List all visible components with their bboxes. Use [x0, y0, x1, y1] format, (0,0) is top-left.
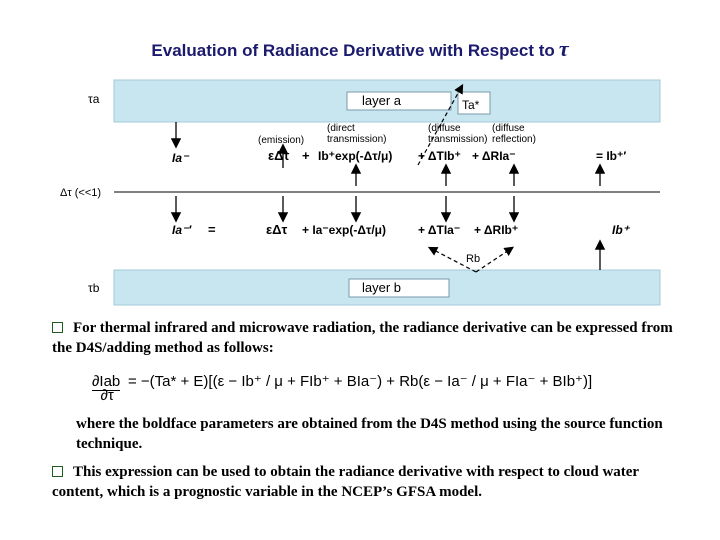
layer-a-label: layer a: [362, 93, 402, 108]
diffuse-t-label-2: transmission): [428, 134, 487, 145]
arrow-rb-dashed-left: [427, 246, 477, 273]
note: where the boldface parameters are obtain…: [76, 414, 676, 454]
tau-b-label: τb: [88, 281, 100, 295]
eq1-diffuse-t: + ΔTIb⁺: [418, 149, 461, 163]
slide-title: Evaluation of Radiance Derivative with R…: [0, 36, 720, 62]
rb-label: Rb: [466, 253, 480, 265]
formula-rhs: = −(Ta* + E)[(ε − Ib⁺ / μ + FIb⁺ + BIa⁻)…: [127, 373, 593, 390]
eq2-result: Ib⁺: [612, 223, 631, 237]
ta-label: Ta*: [462, 98, 480, 112]
layer-b-label: layer b: [362, 280, 401, 295]
bullet-2: This expression can be used to obtain th…: [52, 462, 682, 502]
eq1-direct: Ib⁺exp(-Δτ/μ): [318, 149, 392, 163]
eq1-emission: εΔτ: [268, 148, 290, 163]
delta-tau-label: Δτ (<<1): [60, 187, 101, 199]
emission-label: (emission): [258, 135, 304, 146]
layer-a-box: [346, 91, 452, 111]
formula-lhs-den: ∂τ: [100, 387, 114, 404]
diffuse-r-label-2: reflection): [492, 134, 536, 145]
direct-label-2: transmission): [327, 134, 386, 145]
eq2-diffuse-t: + ΔTIa⁻: [418, 223, 460, 237]
ta-box: [457, 91, 491, 115]
arrow-ta-dashed: [417, 83, 464, 166]
derivative-formula: ∂Iab ∂τ = −(Ta* + E)[(ε − Ib⁺ / μ + FIb⁺…: [92, 372, 592, 404]
eq2-equals: =: [208, 222, 216, 237]
diffuse-t-label: (diffuse: [428, 123, 461, 134]
eq1-ia-minus: Ia⁻: [172, 151, 190, 165]
layer-b-box: [348, 278, 450, 298]
tau-a-label: τa: [88, 92, 100, 106]
eq2-diffuse-r: + ΔRIb⁺: [474, 223, 518, 237]
eq2-ia-prime: Ia⁻′: [172, 223, 192, 237]
checkbox-bullet-icon: [52, 322, 63, 333]
eq2-direct: + Ia⁻exp(-Δτ/μ): [302, 223, 386, 237]
bullet-1-text: For thermal infrared and microwave radia…: [52, 320, 673, 356]
eq1-result: = Ib⁺′: [596, 149, 626, 163]
eq1-diffuse-r: + ΔRIa⁻: [472, 149, 516, 163]
bullet-2-text: This expression can be used to obtain th…: [52, 464, 639, 500]
checkbox-bullet-icon: [52, 466, 63, 477]
eq1-plus: +: [302, 148, 310, 163]
bullet-1: For thermal infrared and microwave radia…: [52, 318, 682, 358]
note-text: where the boldface parameters are obtain…: [76, 416, 663, 452]
title-text: Evaluation of Radiance Derivative with R…: [151, 41, 555, 60]
eq2-emission: εΔτ: [266, 222, 288, 237]
arrow-rb-dashed-right: [475, 246, 514, 273]
tau-symbol: τ: [558, 36, 569, 61]
direct-label: (direct: [327, 123, 355, 134]
diffuse-r-label: (diffuse: [492, 123, 525, 134]
